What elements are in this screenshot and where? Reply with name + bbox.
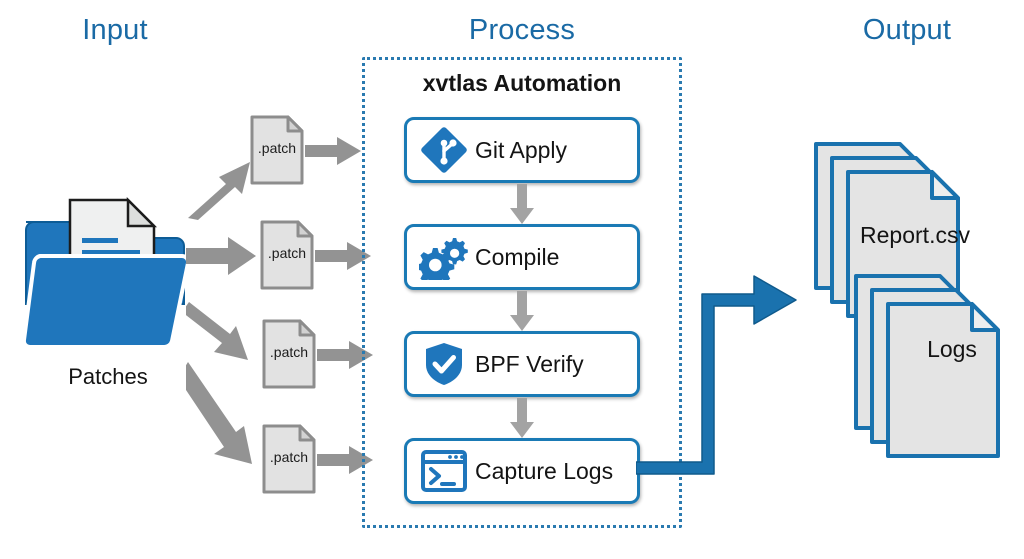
output-document-stack-logs[interactable] [852, 272, 1002, 460]
process-step-label: Compile [475, 243, 560, 270]
column-header-output: Output [862, 14, 952, 46]
terminal-icon [413, 448, 475, 494]
process-step-compile[interactable]: Compile [404, 224, 640, 290]
process-step-label: Capture Logs [475, 457, 614, 484]
shield-check-icon [413, 341, 475, 387]
patch-file[interactable]: .patch [261, 423, 317, 495]
process-step-bpf-verify[interactable]: BPF Verify [404, 331, 640, 397]
patch-file[interactable]: .patch [261, 318, 317, 390]
process-container [362, 57, 682, 528]
process-step-label: BPF Verify [475, 350, 584, 377]
arrow-patch-to-process [315, 241, 373, 271]
process-title: xvtlas Automation [422, 70, 622, 96]
arrow-patch-to-process [317, 445, 375, 475]
column-header-input: Input [82, 14, 148, 46]
process-step-capture-logs[interactable]: Capture Logs [404, 438, 640, 504]
column-header-process: Process [468, 14, 576, 46]
process-step-git-apply[interactable]: Git Apply [404, 117, 640, 183]
arrow-step-2-to-3 [510, 291, 534, 332]
arrow-patch-to-process [317, 340, 375, 370]
process-step-label: Git Apply [475, 136, 568, 163]
arrow-step-1-to-2 [510, 184, 534, 225]
patch-file[interactable]: .patch [249, 114, 305, 186]
arrow-process-to-output [635, 264, 816, 488]
git-icon [413, 127, 475, 173]
arrow-patch-to-process [305, 136, 363, 166]
open-folder-icon [18, 186, 198, 356]
arrow-step-3-to-4 [510, 398, 534, 439]
patch-file[interactable]: .patch [259, 219, 315, 291]
folder-label: Patches [68, 364, 148, 389]
gears-icon [413, 234, 475, 280]
